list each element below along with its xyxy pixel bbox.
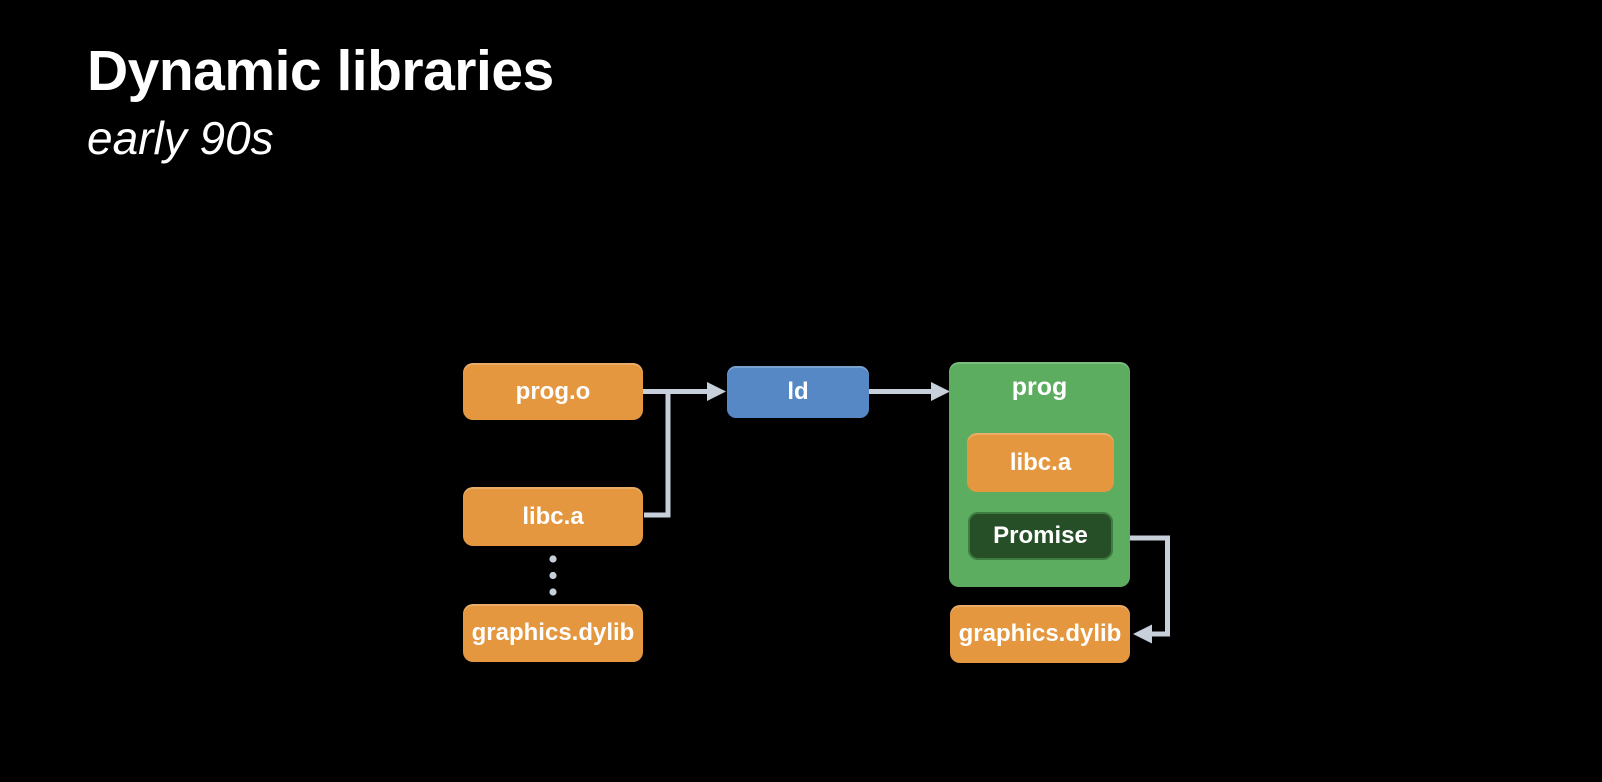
connector-promise-to-dylib bbox=[1113, 535, 1170, 637]
arrowhead-into-prog-icon bbox=[931, 382, 950, 401]
node-promise-label: Promise bbox=[993, 522, 1088, 549]
node-libc-a-embedded-label: libc.a bbox=[1009, 448, 1072, 476]
node-graphics-dylib-input-label: graphics.dylib bbox=[471, 619, 635, 646]
slide-header: Dynamic libraries early 90s bbox=[87, 39, 554, 165]
node-promise: Promise bbox=[968, 512, 1113, 560]
slide-title: Dynamic libraries bbox=[87, 39, 554, 103]
node-ld-linker: ld bbox=[727, 366, 869, 418]
ellipsis-dots-icon bbox=[549, 555, 557, 596]
node-prog-o-label: prog.o bbox=[515, 377, 591, 405]
arrowhead-into-ld-icon bbox=[707, 382, 726, 401]
node-ld-label: ld bbox=[787, 378, 809, 405]
node-graphics-dylib-runtime: graphics.dylib bbox=[950, 605, 1130, 663]
slide-subtitle: early 90s bbox=[87, 111, 274, 164]
connector-libca-to-junction bbox=[644, 391, 671, 518]
node-libc-a-label: libc.a bbox=[522, 502, 584, 530]
node-prog-label: prog bbox=[1011, 373, 1068, 401]
arrowhead-into-dylib-icon bbox=[1133, 624, 1152, 644]
node-libc-a-embedded: libc.a bbox=[967, 433, 1114, 492]
node-graphics-dylib-runtime-label: graphics.dylib bbox=[958, 620, 1122, 647]
node-prog-o: prog.o bbox=[463, 363, 643, 420]
node-graphics-dylib-input: graphics.dylib bbox=[463, 604, 643, 662]
node-libc-a: libc.a bbox=[463, 487, 643, 546]
